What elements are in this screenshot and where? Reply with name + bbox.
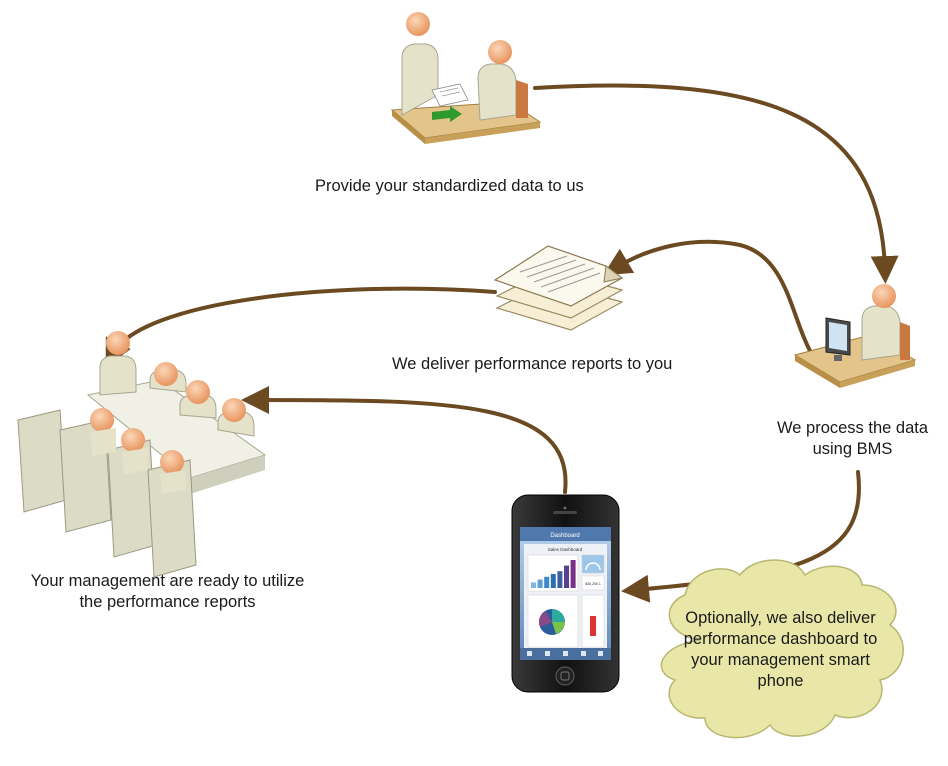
smartphone-icon: Dashboard Sales Dashboard $36,250.1 [511, 494, 620, 693]
phone-bar [531, 582, 536, 588]
arrow-process-to-reports [602, 239, 832, 374]
computer-worker-icon [793, 284, 917, 388]
arrow-provide-to-process [533, 83, 899, 284]
flow-arrows [105, 83, 899, 603]
label-management-line2: the performance reports [79, 593, 256, 611]
report-documents-icon [493, 245, 624, 331]
phone-bar-chart [527, 554, 579, 592]
arrow-phone-to-management [241, 386, 568, 494]
label-process-data: We process the data using BMS [760, 418, 945, 460]
callout-line4: phone [757, 672, 804, 690]
phone-bar [570, 560, 576, 588]
label-management-line1: Your management are ready to utilize [30, 572, 305, 590]
phone-bar [550, 574, 556, 588]
arrow-reports-to-management [105, 286, 497, 368]
callout-text: Optionally, we also deliver performance … [668, 608, 893, 692]
label-deliver-reports: We deliver performance reports to you [392, 355, 673, 373]
phone-panel-title: Sales Dashboard [548, 547, 583, 552]
label-process-line2: using BMS [812, 440, 893, 458]
label-process-line1: We process the data [776, 419, 929, 437]
callout-line3: your management smart [691, 651, 870, 669]
meeting-table-icon [17, 331, 267, 578]
phone-value-box: $36,250.1 [585, 582, 601, 586]
callout-cloud [660, 559, 904, 739]
callout-line1: Optionally, we also deliver [685, 609, 876, 627]
phone-screen-title: Dashboard [550, 533, 579, 539]
phone-bar [564, 565, 569, 588]
phone-bar [544, 576, 550, 588]
callout-line2: performance dashboard to [683, 630, 878, 648]
handshake-people-icon [390, 12, 542, 144]
label-provide-data: Provide your standardized data to us [315, 177, 584, 195]
phone-bar [557, 571, 563, 588]
label-management-ready: Your management are ready to utilize the… [5, 571, 330, 613]
phone-bar [537, 579, 543, 588]
